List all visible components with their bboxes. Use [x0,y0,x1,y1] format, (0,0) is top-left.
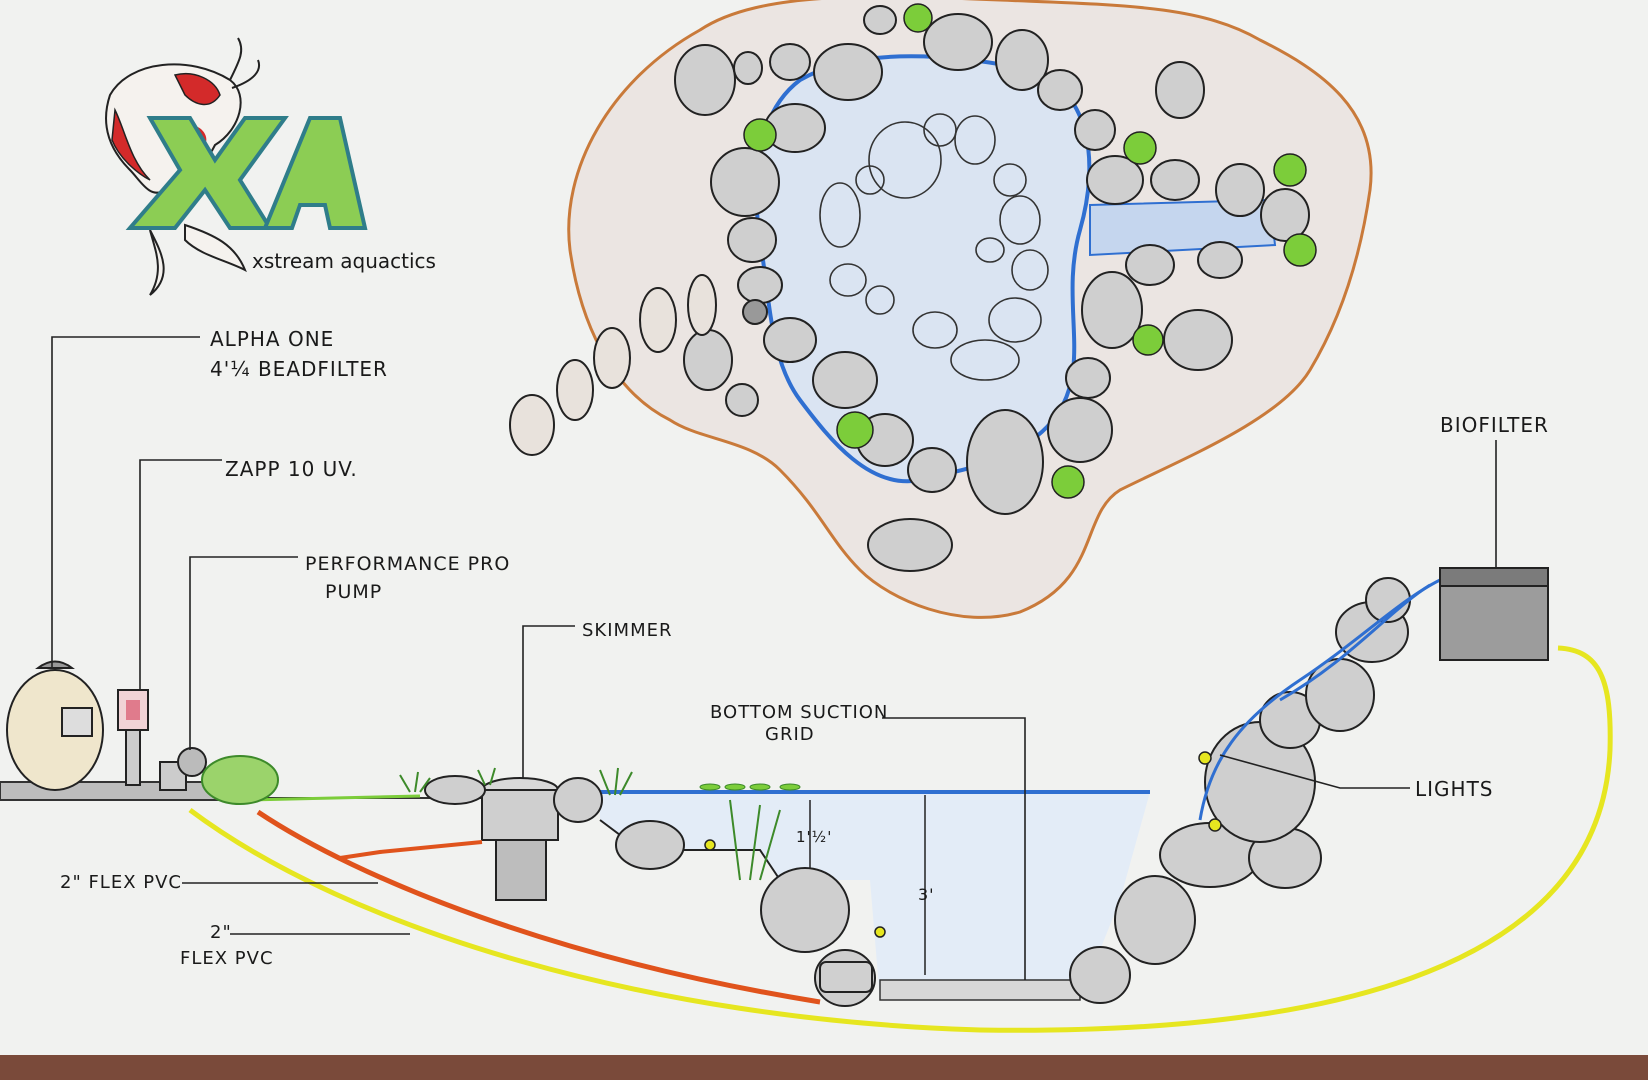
perimeter-rocks [674,5,1310,572]
waterfall-streams [1198,578,1441,821]
label-uv: ZAPP 10 UV. [225,457,358,481]
leader-grid [882,717,1026,980]
xa-logo-icon [125,116,368,230]
shrub-icon [201,755,279,805]
label-grid-line2: GRID [765,724,815,745]
biofilter-icon [1439,567,1549,661]
leader-uv [139,459,222,690]
leader-lights [1219,754,1410,789]
label-lights: LIGHTS [1415,777,1494,801]
leader-filter [51,336,200,668]
pump-icon [159,747,207,791]
carpet-edge [0,1055,1648,1080]
bottom-drain-icon [819,961,873,993]
label-biofilter: BIOFILTER [1440,413,1549,437]
pipe-yellow-return [188,645,1613,1033]
leader-skimmer [522,625,575,778]
pond-side-view [0,567,1613,1033]
plants-top [743,3,1317,499]
pond-top-view [509,0,1373,619]
lawn-line [249,794,421,802]
brand-logo: xstream aquactics [105,37,436,296]
label-skimmer: SKIMMER [582,620,672,641]
bead-filter-icon [6,660,104,791]
plants-side [399,767,781,881]
label-filter-line1: ALPHA ONE [210,327,334,351]
pond-lights-icon [704,751,1222,938]
label-pipe2-line2: FLEX PVC [180,948,274,969]
skimmer-icon [481,777,559,901]
label-filter-line2: 4'¼ BEADFILTER [210,357,388,381]
label-depth-deep: 3' [918,885,935,904]
label-pipe2-line1: 2" [210,922,232,943]
bubbler-icon [742,299,768,325]
stepping-stones [509,274,717,456]
label-depth-shallow: 1'½' [796,828,832,846]
leader-pump [189,556,298,750]
pond-floor-rocks [819,113,1049,381]
pond-water-side [600,792,1150,1000]
label-pump-line1: PERFORMANCE PRO [305,553,510,575]
label-pipe1: 2" FLEX PVC [60,872,182,893]
label-grid-line1: BOTTOM SUCTION [710,702,888,723]
uv-clarifier-icon [117,689,149,786]
lily-pads [699,783,801,791]
label-pump-line2: PUMP [325,581,382,603]
gravel-bottom [879,979,1081,1001]
annotations: ALPHA ONE 4'¼ BEADFILTER ZAPP 10 UV. PER… [60,327,1549,969]
brand-name: xstream aquactics [252,249,436,273]
pipe-orange-skimmer [339,840,483,860]
pipe-orange-suction [256,809,821,1005]
leader-lines [51,336,1497,980]
